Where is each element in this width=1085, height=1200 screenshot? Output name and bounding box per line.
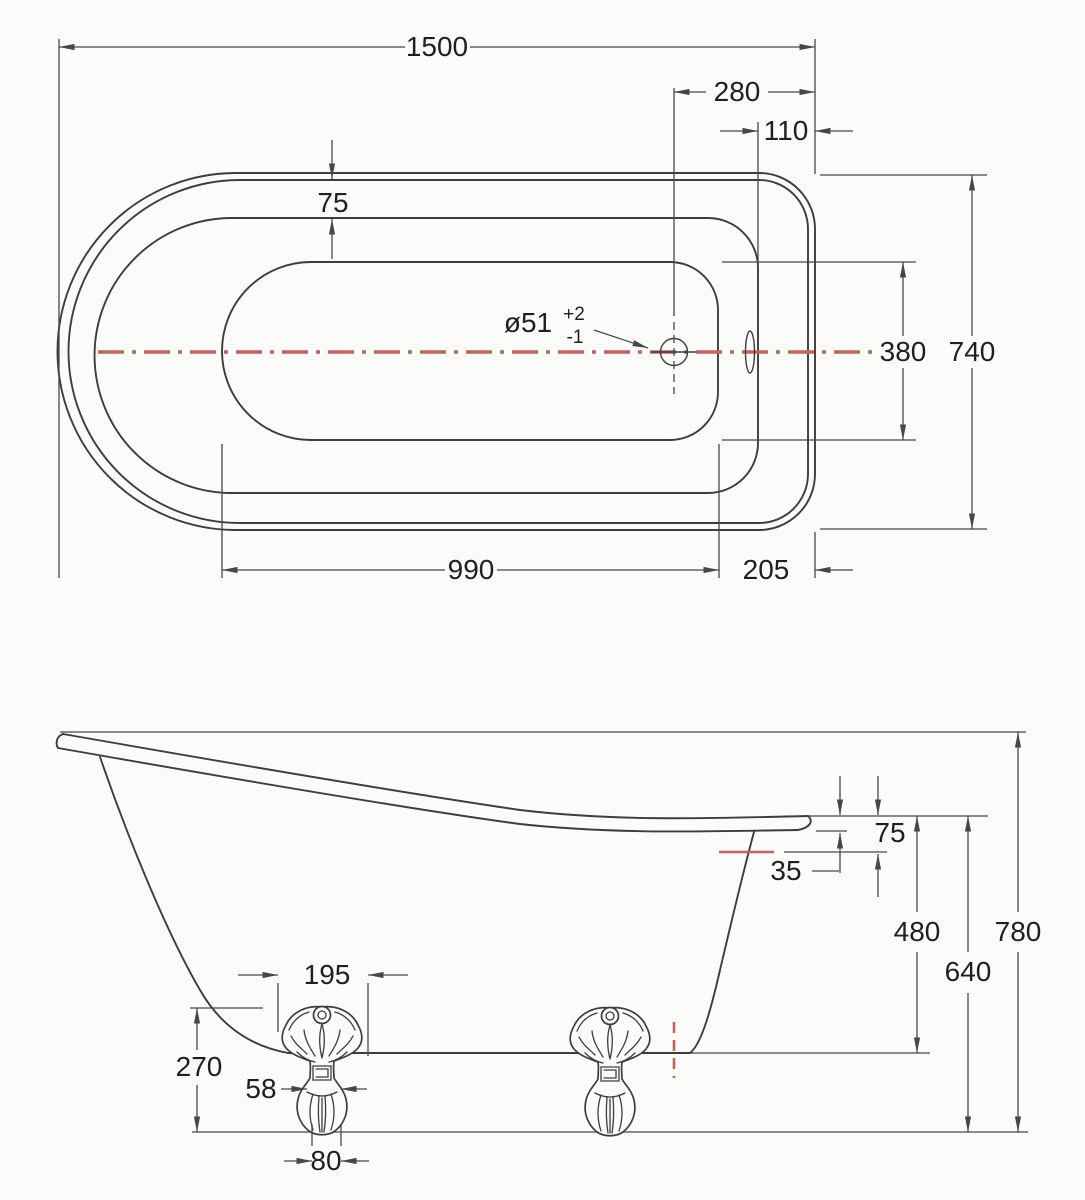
overflow-slot (744, 122, 759, 374)
dim-inner-width-label: 380 (880, 336, 927, 367)
dim-foot-plate-width-ext (277, 983, 369, 1056)
drain-hole (651, 88, 697, 394)
dim-rim-height: 640 (945, 816, 992, 1132)
drain-tolerance-plus: +2 (563, 304, 585, 325)
dim-drain-to-end: 280 (674, 76, 815, 107)
dim-base-clearance: 270 (176, 1007, 263, 1132)
dim-overall-height: 780 (995, 732, 1042, 1132)
side-back-wall (99, 756, 289, 1054)
plan-outer-wall-edge (67, 179, 809, 524)
side-back-tip-cap (55, 733, 64, 749)
dim-rim-to-waterline-label: 75 (874, 817, 905, 848)
dim-foot-toe-width: 80 (284, 1124, 369, 1176)
dim-foot-toe-width-label: 80 (310, 1145, 341, 1176)
plan-basin-edge (221, 261, 719, 441)
claw-foot-front (569, 1006, 651, 1137)
dim-overall-length: 1500 (58, 31, 816, 578)
drain-diameter-label: ø51 (504, 307, 552, 338)
dim-basin-length: 990 (221, 444, 720, 585)
dim-overall-length-label: 1500 (406, 31, 468, 62)
dim-overall-width: 740 (820, 174, 996, 530)
side-rim-bottom-edge (57, 747, 799, 833)
dim-overflow-to-end: 110 (720, 115, 853, 146)
dim-basin-to-front-end: 205 (743, 554, 853, 585)
dim-foot-ankle-width: 58 (245, 1073, 367, 1104)
drain-diameter-callout: ø51 +2 -1 (504, 304, 649, 349)
dim-basin-to-front-end-label: 205 (743, 554, 790, 585)
dim-overall-width-label: 740 (949, 336, 996, 367)
dim-basin-length-label: 990 (448, 554, 495, 585)
dim-inner-width: 380 (722, 261, 927, 441)
dim-foot-ankle-width-label: 58 (245, 1073, 276, 1104)
dim-rim-width-label: 75 (317, 187, 348, 218)
dim-foot-plate-width: 195 (238, 959, 408, 990)
drain-tolerance-minus: -1 (567, 327, 584, 348)
plan-outer-rim-edge (56, 172, 816, 531)
dim-overall-height-label: 780 (995, 916, 1042, 947)
dim-drain-to-end-label: 280 (714, 76, 761, 107)
dim-overflow-to-end-label: 110 (764, 115, 809, 146)
dim-rim-width: 75 (317, 140, 349, 259)
side-rim-end-cap (797, 815, 812, 831)
dim-foot-plate-width-label: 195 (304, 959, 351, 990)
side-rim-top-edge (62, 733, 809, 820)
dim-rim-to-waterline: 75 (836, 776, 906, 897)
dim-underrim-to-waterline-label: 35 (770, 855, 801, 886)
dim-base-clearance-label: 270 (176, 1051, 223, 1082)
dim-rim-to-base: 480 (894, 816, 941, 1053)
dim-rim-to-base-label: 480 (894, 916, 941, 947)
side-view: 75 35 480 640 780 (55, 731, 1042, 1176)
dim-underrim-to-waterline: 35 (770, 833, 844, 886)
claw-foot-rear (281, 1005, 363, 1136)
side-front-wall (689, 831, 755, 1054)
plan-view: 1500 280 110 75 380 (56, 31, 996, 585)
plan-rim-inner-edge (93, 217, 759, 494)
dim-rim-height-label: 640 (945, 956, 992, 987)
